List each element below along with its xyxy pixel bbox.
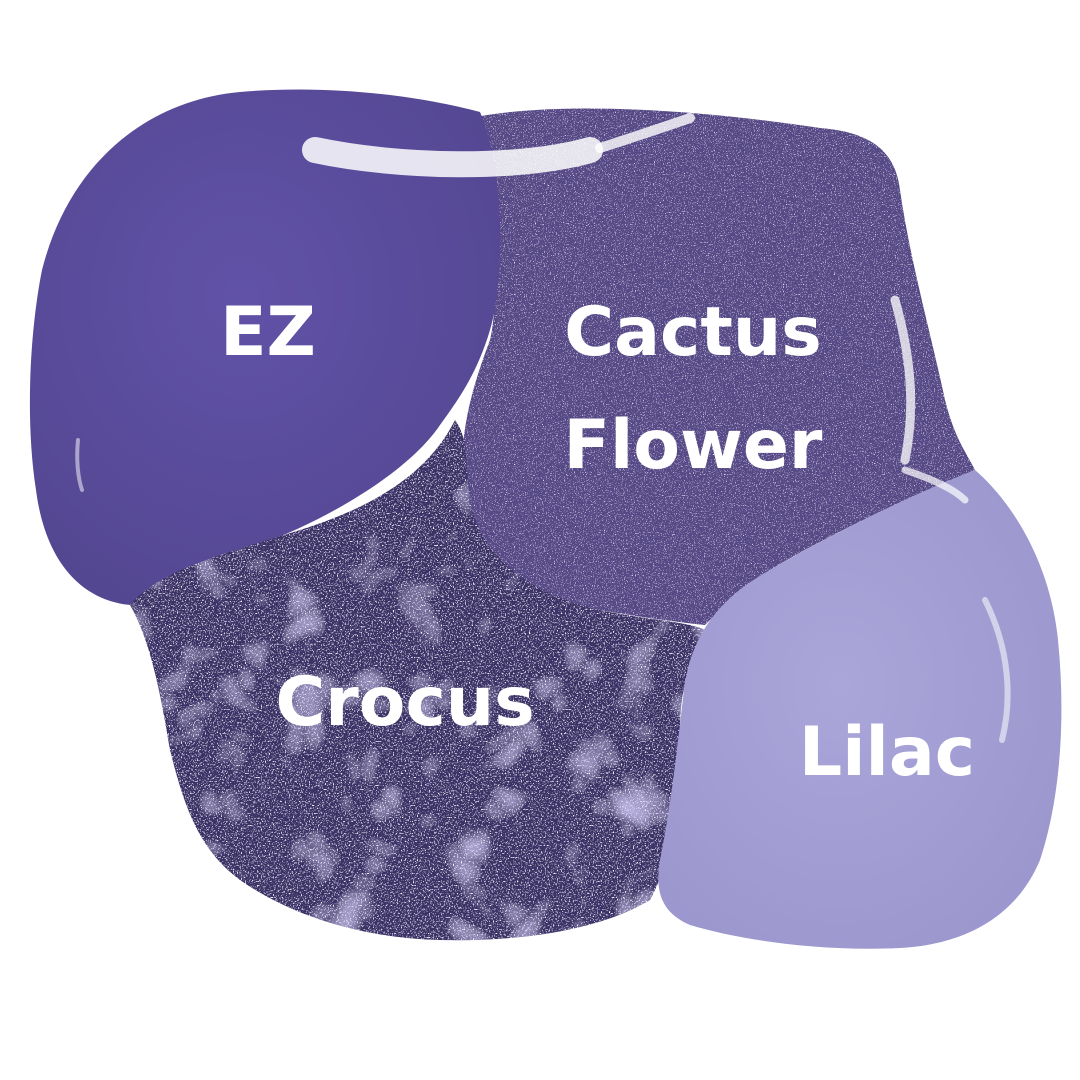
swatch-cactus-flower [462, 108, 975, 625]
swatch-label-cactus-flower-line2: Flower [564, 406, 823, 485]
swatch-label-ez: EZ [220, 293, 316, 372]
swatch-label-cactus-flower-line1: Cactus [564, 293, 822, 372]
swatch-label-crocus: Crocus [275, 663, 534, 742]
swatch-crocus [130, 420, 705, 941]
gloss-highlights [75, 113, 1011, 743]
swatch-ez [29, 89, 501, 605]
swatch-lilac [658, 470, 1062, 949]
swatch-label-lilac: Lilac [799, 713, 975, 792]
